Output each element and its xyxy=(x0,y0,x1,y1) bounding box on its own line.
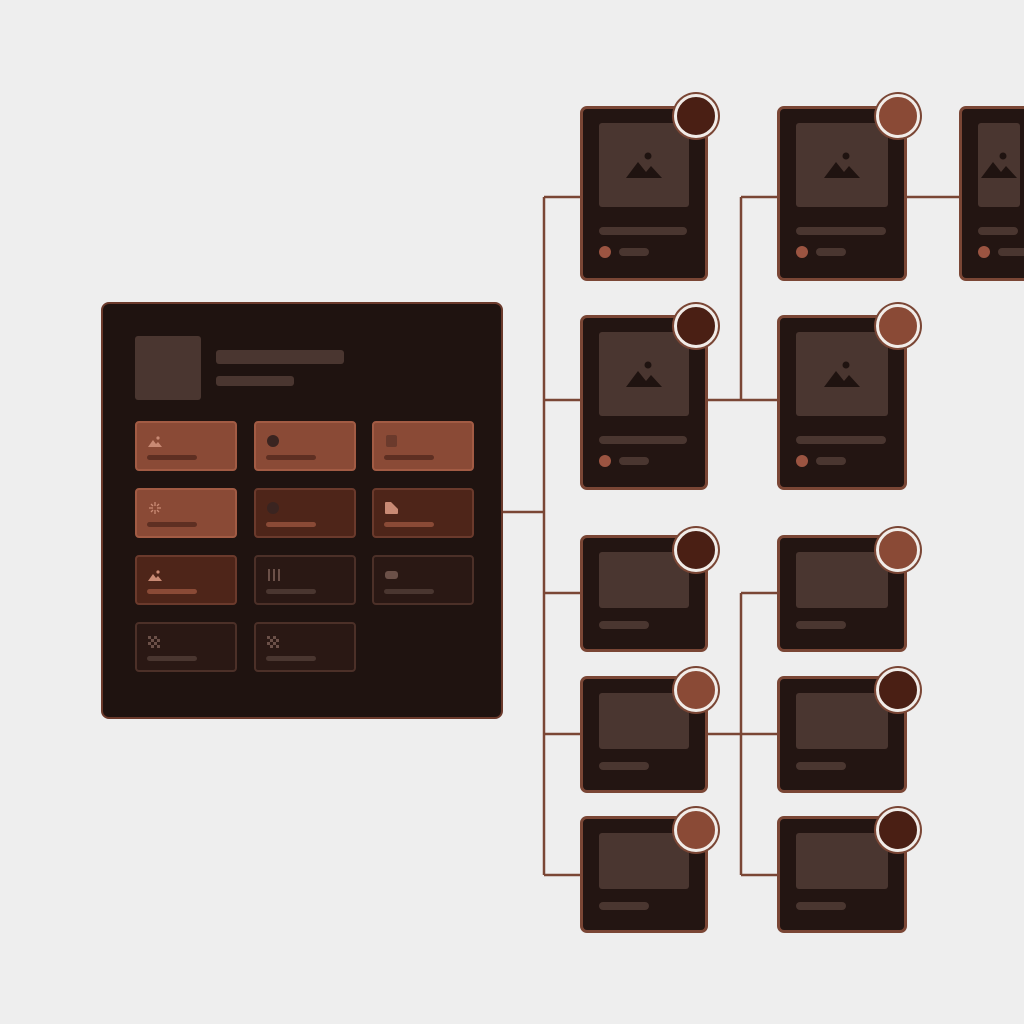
card-image-placeholder xyxy=(796,332,888,416)
node-card[interactable] xyxy=(777,535,907,652)
bars-icon xyxy=(266,567,282,581)
asset-tile[interactable] xyxy=(372,488,474,538)
asset-tile[interactable] xyxy=(372,555,474,605)
tile-label-placeholder xyxy=(266,656,316,661)
status-badge[interactable] xyxy=(876,528,920,572)
card-meta-placeholder xyxy=(816,457,846,465)
image-icon xyxy=(822,359,862,389)
status-badge[interactable] xyxy=(674,304,718,348)
card-image-placeholder xyxy=(796,123,888,207)
panel-title-placeholder xyxy=(216,350,344,364)
asset-tile[interactable] xyxy=(135,421,237,471)
asset-tile[interactable] xyxy=(254,421,356,471)
card-title-placeholder xyxy=(599,227,687,235)
card-image-placeholder xyxy=(796,833,888,889)
card-title-placeholder xyxy=(599,902,649,910)
node-card[interactable] xyxy=(777,106,907,281)
circle-icon xyxy=(266,500,282,514)
card-image-placeholder xyxy=(796,693,888,749)
image-icon xyxy=(624,150,664,180)
card-meta-placeholder xyxy=(619,457,649,465)
tile-label-placeholder xyxy=(266,455,316,460)
image-icon xyxy=(979,150,1019,180)
card-image-placeholder xyxy=(599,552,689,608)
source-panel[interactable] xyxy=(101,302,503,719)
panel-subtitle-placeholder xyxy=(216,376,294,386)
tile-label-placeholder xyxy=(384,522,434,527)
tile-label-placeholder xyxy=(147,589,197,594)
square-icon xyxy=(384,433,400,447)
card-image-placeholder xyxy=(599,332,689,416)
asset-tile[interactable] xyxy=(135,488,237,538)
panel-thumbnail xyxy=(135,336,201,400)
tile-label-placeholder xyxy=(266,522,316,527)
status-dot xyxy=(796,455,808,467)
card-title-placeholder xyxy=(978,227,1018,235)
tile-label-placeholder xyxy=(147,522,197,527)
card-title-placeholder xyxy=(796,227,886,235)
node-card[interactable] xyxy=(777,816,907,933)
asset-tile[interactable] xyxy=(135,555,237,605)
image-icon xyxy=(624,359,664,389)
card-image-placeholder xyxy=(599,123,689,207)
card-meta-placeholder xyxy=(998,248,1024,256)
chat-icon xyxy=(384,567,400,581)
status-dot xyxy=(599,455,611,467)
tile-label-placeholder xyxy=(384,589,434,594)
asset-tile[interactable] xyxy=(135,622,237,672)
status-badge[interactable] xyxy=(876,304,920,348)
card-title-placeholder xyxy=(796,621,846,629)
status-badge[interactable] xyxy=(674,808,718,852)
tile-label-placeholder xyxy=(266,589,316,594)
node-card[interactable] xyxy=(580,315,708,490)
card-meta-placeholder xyxy=(619,248,649,256)
asset-tile[interactable] xyxy=(254,622,356,672)
status-badge[interactable] xyxy=(674,94,718,138)
status-badge[interactable] xyxy=(674,528,718,572)
card-image-placeholder xyxy=(599,693,689,749)
sparkle-icon xyxy=(147,500,163,514)
status-badge[interactable] xyxy=(674,668,718,712)
status-dot xyxy=(978,246,990,258)
checker-icon xyxy=(266,634,282,648)
card-title-placeholder xyxy=(599,436,687,444)
card-title-placeholder xyxy=(796,762,846,770)
status-badge[interactable] xyxy=(876,94,920,138)
card-title-placeholder xyxy=(599,762,649,770)
card-meta-placeholder xyxy=(816,248,846,256)
mountain-icon xyxy=(147,567,163,581)
tile-label-placeholder xyxy=(147,656,197,661)
asset-tile[interactable] xyxy=(254,555,356,605)
status-badge[interactable] xyxy=(876,808,920,852)
card-title-placeholder xyxy=(796,902,846,910)
card-image-placeholder xyxy=(599,833,689,889)
node-card[interactable] xyxy=(959,106,1024,281)
card-image-placeholder xyxy=(796,552,888,608)
circle-icon xyxy=(266,433,282,447)
mountain-icon xyxy=(147,433,163,447)
card-image-placeholder xyxy=(978,123,1020,207)
status-dot xyxy=(796,246,808,258)
status-badge[interactable] xyxy=(876,668,920,712)
card-title-placeholder xyxy=(599,621,649,629)
image-icon xyxy=(822,150,862,180)
card-title-placeholder xyxy=(796,436,886,444)
node-card[interactable] xyxy=(777,676,907,793)
asset-tile[interactable] xyxy=(372,421,474,471)
tile-label-placeholder xyxy=(147,455,197,460)
tile-label-placeholder xyxy=(384,455,434,460)
note-icon xyxy=(384,500,400,514)
checker-icon xyxy=(147,634,163,648)
asset-tile[interactable] xyxy=(254,488,356,538)
status-dot xyxy=(599,246,611,258)
